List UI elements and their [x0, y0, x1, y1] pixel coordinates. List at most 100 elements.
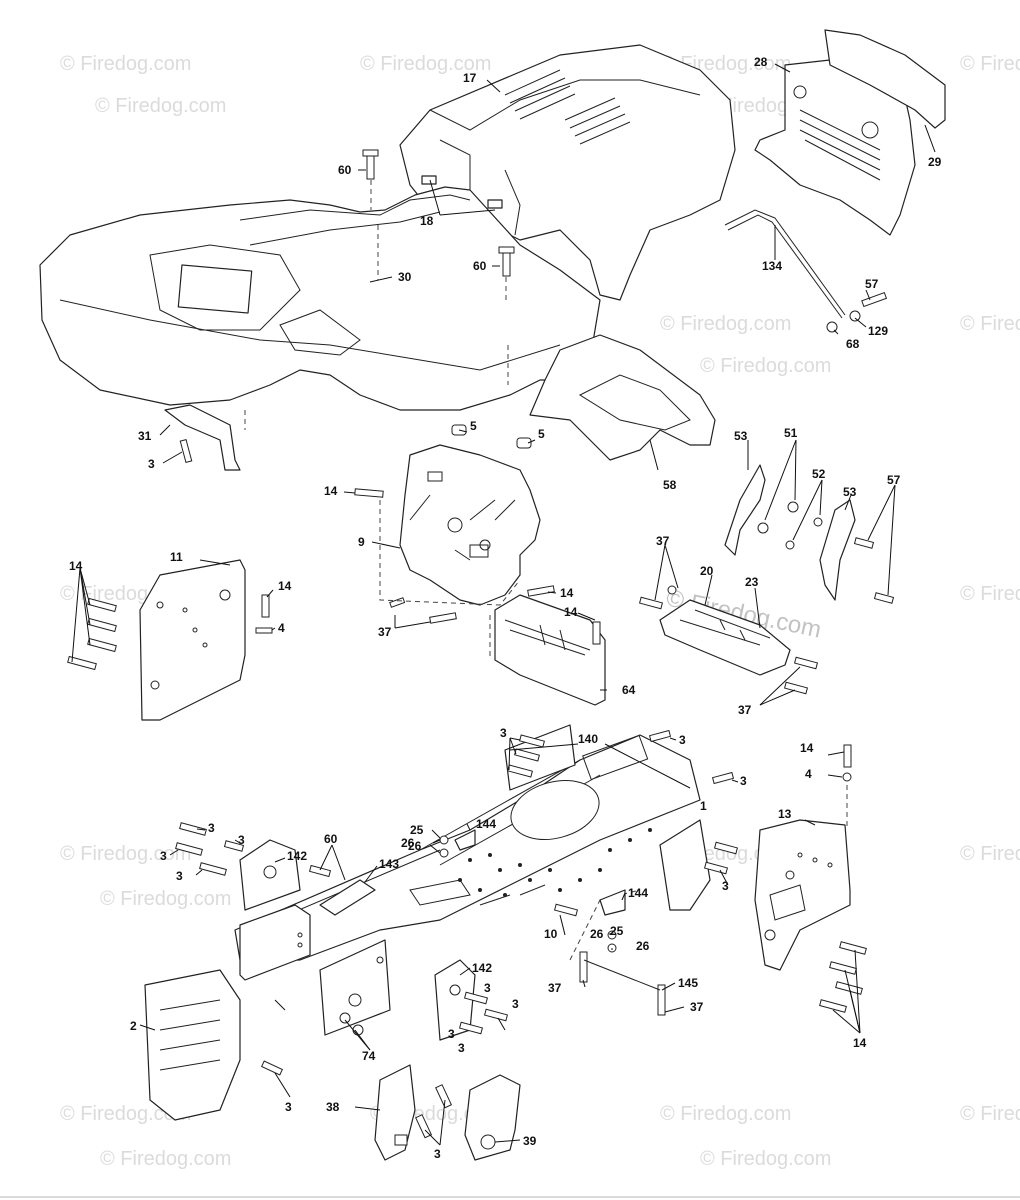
callout-142: 142: [472, 961, 492, 975]
watermark: © Firedog.com: [960, 583, 1020, 605]
bolts-60: [362, 149, 515, 385]
part-64-bracket: [489, 594, 606, 706]
callout-9: 9: [358, 535, 365, 549]
watermark: © Firedog.com: [960, 313, 1020, 335]
callout-37: 37: [656, 534, 670, 548]
callout-143: 143: [379, 857, 399, 871]
callout-labels: 17 28 29 60 18 60 30 134 57 129 68 31 3 …: [69, 55, 942, 1161]
callout-10: 10: [544, 927, 558, 941]
watermark: © Firedog.com: [60, 1103, 191, 1125]
part-29-bumper: [824, 29, 946, 129]
callout-14: 14: [560, 586, 574, 600]
callout-1: 1: [700, 799, 707, 813]
callout-17: 17: [463, 71, 477, 85]
callout-14: 14: [278, 579, 292, 593]
callout-144: 144: [628, 886, 648, 900]
callout-3: 3: [679, 733, 686, 747]
watermark: © Firedog.com: [60, 53, 191, 75]
callout-2: 2: [130, 1019, 137, 1033]
callout-11: 11: [170, 550, 183, 564]
hood-clip: [487, 199, 503, 209]
callout-52: 52: [812, 467, 826, 481]
watermark: © Firedog.com: [960, 843, 1020, 865]
part-9-dash-panel: [354, 424, 555, 624]
parts-53-levers: [724, 464, 895, 604]
callout-3: 3: [434, 1147, 441, 1161]
callout-26: 26: [408, 839, 422, 853]
watermark: © Firedog.com: [100, 888, 231, 910]
part-144-brackets: [439, 829, 626, 953]
watermark: © Firedog.com: [660, 1103, 791, 1125]
callout-51: 51: [784, 426, 798, 440]
part-30-fender: [39, 186, 601, 411]
callout-68: 68: [846, 337, 860, 351]
callout-29: 29: [928, 155, 942, 169]
callout-14: 14: [324, 484, 338, 498]
callout-4: 4: [805, 767, 812, 781]
callout-53: 53: [734, 429, 748, 443]
part-39-bracket: [464, 1074, 521, 1161]
callout-3: 3: [500, 726, 507, 740]
hood-vent-grille: [504, 69, 631, 145]
part-23-mounting-plate: [638, 585, 819, 695]
callout-14: 14: [69, 559, 83, 573]
watermark: © Firedog.com: [700, 355, 831, 377]
watermark: © Firedog.com: [960, 53, 1020, 75]
hardware-57-129-68: [826, 292, 888, 333]
callout-39: 39: [523, 1134, 537, 1148]
callout-60: 60: [338, 163, 352, 177]
callout-3: 3: [458, 1041, 465, 1055]
callout-3: 3: [285, 1100, 292, 1114]
callout-31: 31: [138, 429, 152, 443]
part-143-bracket: [319, 879, 376, 916]
watermark: © Firedog.com: [360, 53, 491, 75]
part-134-rod: [724, 209, 846, 319]
callout-145: 145: [678, 976, 698, 990]
callout-37: 37: [378, 625, 392, 639]
callout-140: 140: [578, 732, 598, 746]
callout-38: 38: [326, 1100, 340, 1114]
callout-23: 23: [745, 575, 759, 589]
watermark: © Firedog.com: [960, 1103, 1020, 1125]
callout-57: 57: [865, 277, 879, 291]
watermark: © Firedog.com: [700, 1148, 831, 1170]
callout-4: 4: [278, 621, 285, 635]
callout-20: 20: [700, 564, 714, 578]
callout-3: 3: [448, 1027, 455, 1041]
part-142-bracket-upper: [239, 839, 301, 911]
callout-3: 3: [160, 849, 167, 863]
callout-30: 30: [398, 270, 412, 284]
part-38-bracket: [374, 1064, 453, 1161]
callout-25: 25: [410, 823, 424, 837]
callout-134: 134: [762, 259, 782, 273]
callout-129: 129: [868, 324, 888, 338]
part-plate-left: [239, 904, 391, 1036]
callout-5: 5: [538, 427, 545, 441]
callout-28: 28: [754, 55, 768, 69]
callout-13: 13: [778, 807, 792, 821]
frame-holes: [458, 828, 652, 897]
callout-3: 3: [484, 981, 491, 995]
callout-14: 14: [853, 1036, 867, 1050]
callout-64: 64: [622, 683, 636, 697]
callout-26: 26: [401, 836, 415, 850]
callout-144: 144: [476, 817, 496, 831]
callout-3: 3: [512, 997, 519, 1011]
callout-3: 3: [208, 821, 215, 835]
callout-3: 3: [740, 774, 747, 788]
part-31-bracket: [164, 404, 246, 471]
callout-25: 25: [610, 924, 624, 938]
watermark: © Firedog.com: [95, 95, 226, 117]
part-142-bracket-lower: [434, 959, 476, 1041]
knob-5: [516, 437, 532, 449]
callout-60: 60: [473, 259, 487, 273]
leader-lines: [71, 63, 936, 1146]
callout-37: 37: [690, 1000, 704, 1014]
callout-3: 3: [722, 879, 729, 893]
callout-58: 58: [663, 478, 677, 492]
watermark: © Firedog.com: [100, 1148, 231, 1170]
callout-14: 14: [800, 741, 814, 755]
callout-74: 74: [362, 1049, 376, 1063]
watermark: © Firedog.com: [660, 313, 791, 335]
